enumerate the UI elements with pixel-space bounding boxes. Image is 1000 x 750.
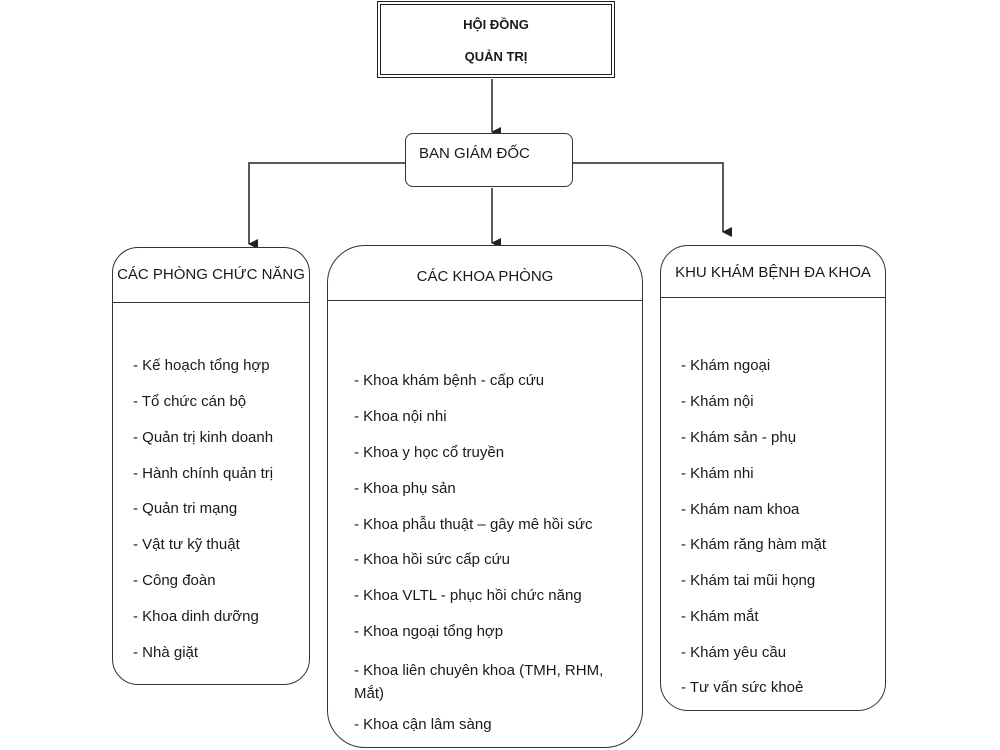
arrow-director-to-left: [248, 162, 405, 249]
list-item: - Tư vấn sức khoẻ: [681, 679, 804, 696]
list-item: - Kế hoạch tổng hợp: [133, 357, 270, 374]
list-item: - Công đoàn: [133, 572, 216, 589]
list-item: - Vật tư kỹ thuật: [133, 536, 240, 553]
clinical-departments-title: CÁC KHOA PHÒNG: [416, 268, 554, 285]
header-divider: [113, 302, 309, 303]
list-item: - Khoa ngoại tổng hợp: [354, 623, 504, 640]
list-item: - Khám mắt: [681, 608, 759, 625]
list-item: - Khoa VLTL - phục hồi chức năng: [354, 587, 582, 604]
director-box: BAN GIÁM ĐỐC: [405, 133, 573, 187]
list-item: - Khám ngoại: [681, 357, 771, 374]
list-item: - Quản trị kinh doanh: [133, 429, 274, 446]
list-item: - Khoa dinh dưỡng: [133, 608, 259, 625]
list-item: - Hành chính quản trị: [133, 465, 274, 482]
list-item: - Khoa nội nhi: [354, 408, 447, 425]
list-item: - Khoa liên chuyên khoa (TMH, RHM, Mắt): [354, 662, 604, 702]
list-item: - Khám nam khoa: [681, 501, 800, 518]
list-item: - Khám tai mũi họng: [681, 572, 816, 589]
board-title-line2: QUẢN TRỊ: [464, 49, 528, 64]
board-of-directors-box: HỘI ĐỒNG QUẢN TRỊ: [377, 1, 615, 78]
board-title-line1: HỘI ĐỒNG: [463, 17, 529, 32]
functional-departments-title: CÁC PHÒNG CHỨC NĂNG: [117, 266, 305, 283]
header-divider: [661, 297, 885, 298]
arrow-director-to-right: [573, 162, 732, 237]
list-item: - Khám răng hàm mặt: [681, 536, 827, 553]
list-item: - Tổ chức cán bộ: [133, 393, 247, 410]
director-label: BAN GIÁM ĐỐC: [419, 145, 530, 162]
functional-departments-box: CÁC PHÒNG CHỨC NĂNG - Kế hoạch tổng hợp …: [112, 247, 310, 685]
polyclinic-title: KHU KHÁM BỆNH ĐA KHOA: [675, 264, 871, 281]
polyclinic-box: KHU KHÁM BỆNH ĐA KHOA - Khám ngoại - Khá…: [660, 245, 886, 711]
list-item: - Quản tri mạng: [133, 500, 238, 517]
clinical-departments-box: CÁC KHOA PHÒNG - Khoa khám bệnh - cấp cứ…: [327, 245, 643, 748]
list-item: - Khoa cận lâm sàng: [354, 716, 492, 733]
list-item: - Khám sản - phụ: [681, 429, 797, 446]
list-item: - Khám nhi: [681, 465, 754, 482]
list-item: - Khám yêu cầu: [681, 644, 787, 661]
header-divider: [328, 300, 642, 301]
list-item: - Khoa khám bệnh - cấp cứu: [354, 372, 545, 389]
list-item: - Nhà giặt: [133, 644, 199, 661]
list-item: - Khoa hồi sức cấp cứu: [354, 551, 510, 568]
list-item: - Khoa phẫu thuật – gây mê hồi sức: [354, 516, 593, 533]
list-item: - Khoa phụ sản: [354, 480, 456, 497]
list-item: - Khoa y học cổ truyền: [354, 444, 505, 461]
list-item: - Khám nội: [681, 393, 754, 410]
